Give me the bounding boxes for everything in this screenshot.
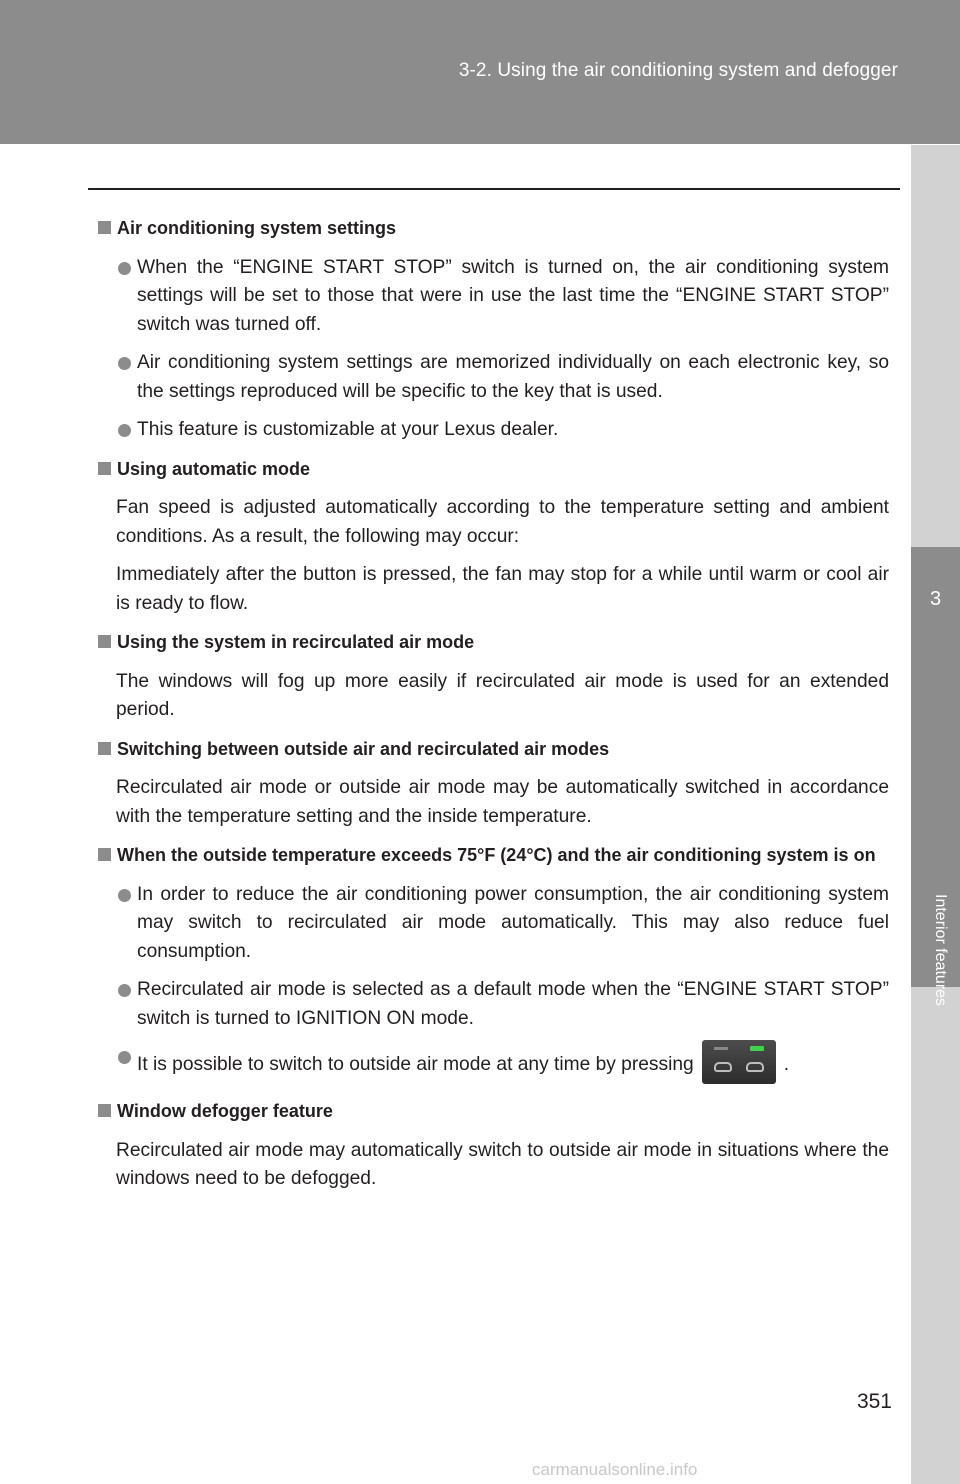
heading-text: Window defogger feature	[117, 1101, 333, 1121]
section-heading: Using the system in recirculated air mod…	[97, 628, 889, 657]
bullet-item: Recirculated air mode is selected as a d…	[116, 976, 889, 1033]
section-automatic-mode: Using automatic mode Fan speed is adjust…	[97, 455, 889, 619]
square-bullet-icon	[98, 461, 111, 475]
heading-text: Using automatic mode	[117, 458, 311, 479]
square-bullet-icon	[98, 848, 111, 861]
section-switching-modes: Switching between outside air and recirc…	[97, 735, 889, 832]
section-heading: Window defogger feature	[97, 1097, 889, 1126]
bullet-text: This feature is customizable at your Lex…	[137, 419, 559, 440]
square-bullet-icon	[98, 221, 111, 234]
section-recirculated-mode: Using the system in recirculated air mod…	[97, 628, 889, 725]
header-band: 3-2. Using the air conditioning system a…	[0, 0, 960, 144]
paragraph: The windows will fog up more easily if r…	[116, 670, 889, 721]
circle-bullet-icon	[118, 1051, 131, 1064]
page-number: 351	[856, 1390, 892, 1413]
section-heading: When the outside temperature exceeds 75°…	[97, 841, 889, 870]
heading-text: When the outside temperature exceeds 75°…	[117, 845, 876, 865]
section-title: 3-2. Using the air conditioning system a…	[458, 60, 898, 81]
bullet-text: Air conditioning system settings are mem…	[137, 352, 889, 402]
bullet-text: In order to reduce the air conditioning …	[137, 883, 889, 962]
bullet-item: When the “ENGINE START STOP” switch is t…	[116, 254, 889, 340]
heading-text: Using the system in recirculated air mod…	[117, 632, 475, 652]
heading-text: Air conditioning system settings	[117, 218, 397, 238]
bullet-text-with-icon: It is possible to switch to outside air …	[137, 1040, 889, 1087]
circle-bullet-icon	[118, 357, 131, 370]
section-heading: Switching between outside air and recirc…	[97, 735, 889, 764]
section-ac-settings: Air conditioning system settings When th…	[97, 214, 889, 445]
outside-air-switch-icon	[701, 1040, 776, 1084]
circle-bullet-icon	[118, 424, 131, 437]
bullet-text: When the “ENGINE START STOP” switch is t…	[137, 256, 889, 335]
paragraph: Recirculated air mode may automatically …	[116, 1139, 889, 1190]
tab-light-top	[911, 145, 960, 547]
bullet-text-end: .	[783, 1054, 790, 1076]
tab-light-bottom	[911, 987, 960, 1484]
bullet-item: This feature is customizable at your Lex…	[116, 416, 889, 445]
heading-text: Switching between outside air and recirc…	[117, 738, 610, 759]
paragraph: Recirculated air mode or outside air mod…	[116, 777, 889, 827]
paragraph: Fan speed is adjusted automatically acco…	[116, 497, 889, 547]
circle-bullet-icon	[118, 984, 131, 997]
section-heading: Using automatic mode	[97, 455, 889, 484]
watermark: carmanualsonline.info	[532, 1460, 698, 1479]
bullet-item: In order to reduce the air conditioning …	[116, 881, 889, 967]
chapter-number: 3	[929, 588, 942, 610]
bullet-text: It is possible to switch to outside air …	[137, 1054, 694, 1076]
circle-bullet-icon	[118, 261, 131, 275]
bullet-item: It is possible to switch to outside air …	[116, 1040, 889, 1087]
circle-bullet-icon	[118, 888, 131, 902]
section-window-defogger: Window defogger feature Recirculated air…	[97, 1097, 889, 1194]
square-bullet-icon	[98, 1104, 111, 1117]
square-bullet-icon	[98, 635, 111, 648]
section-heading: Air conditioning system settings	[97, 214, 889, 243]
paragraph: Immediately after the button is pressed,…	[116, 564, 889, 614]
page-content: Air conditioning system settings When th…	[97, 214, 889, 1204]
chapter-side-tab: 3 Interior features	[911, 145, 960, 1484]
header-rule	[88, 188, 900, 190]
tab-dark-block	[911, 547, 960, 987]
section-outside-temperature: When the outside temperature exceeds 75°…	[97, 841, 889, 1087]
square-bullet-icon	[98, 741, 111, 755]
chapter-label-text: Interior features	[932, 894, 949, 1007]
bullet-text: Recirculated air mode is selected as a d…	[137, 979, 889, 1029]
bullet-item: Air conditioning system settings are mem…	[116, 349, 889, 406]
